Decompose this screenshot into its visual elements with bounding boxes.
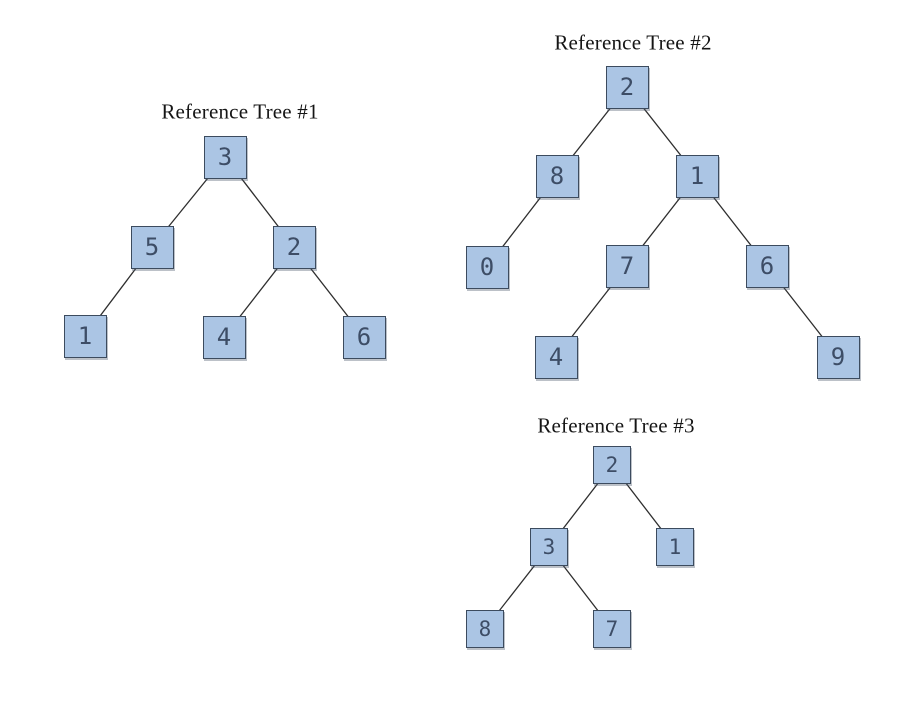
- reference-tree-3-node-1: 1: [656, 528, 694, 566]
- reference-tree-2-node-1: 1: [675, 154, 719, 198]
- reference-tree-2-title: Reference Tree #2: [554, 30, 712, 55]
- reference-tree-3-node-8: 8: [466, 610, 504, 648]
- reference-tree-1-title: Reference Tree #1: [161, 99, 319, 124]
- reference-tree-1-node-2: 2: [272, 225, 316, 269]
- reference-tree-1-node-5: 5: [130, 225, 174, 269]
- reference-tree-3-node-7: 7: [593, 610, 631, 648]
- node-label: 1: [668, 534, 682, 559]
- reference-tree-2-node-2: 2: [605, 65, 649, 109]
- node-label: 6: [356, 323, 372, 351]
- node-label: 5: [144, 233, 160, 261]
- reference-tree-2-node-0: 0: [465, 245, 509, 289]
- node-label: 1: [77, 322, 93, 350]
- node-label: 3: [542, 534, 556, 559]
- node-label: 2: [605, 452, 619, 477]
- node-label: 0: [479, 253, 495, 281]
- reference-tree-2-node-6: 6: [745, 244, 789, 288]
- node-label: 9: [830, 343, 846, 371]
- reference-tree-1-node-1: 1: [63, 314, 107, 358]
- reference-tree-2-node-9: 9: [816, 335, 860, 379]
- reference-tree-1-node-3: 3: [203, 135, 247, 179]
- node-label: 3: [217, 143, 233, 171]
- reference-tree-1-node-6: 6: [342, 315, 386, 359]
- node-label: 8: [549, 162, 565, 190]
- node-label: 1: [689, 162, 705, 190]
- node-label: 4: [216, 323, 232, 351]
- node-label: 4: [548, 343, 564, 371]
- reference-tree-2-node-4: 4: [534, 335, 578, 379]
- node-label: 7: [605, 616, 619, 641]
- reference-tree-3-node-2: 2: [593, 446, 631, 484]
- node-label: 7: [619, 252, 635, 280]
- reference-tree-1-node-4: 4: [202, 315, 246, 359]
- reference-tree-2-node-8: 8: [535, 154, 579, 198]
- node-label: 6: [759, 252, 775, 280]
- reference-tree-3-title: Reference Tree #3: [537, 413, 695, 438]
- node-label: 8: [478, 616, 492, 641]
- reference-tree-3-node-3: 3: [530, 528, 568, 566]
- reference-tree-2-node-7: 7: [605, 244, 649, 288]
- node-label: 2: [286, 233, 302, 261]
- node-label: 2: [619, 73, 635, 101]
